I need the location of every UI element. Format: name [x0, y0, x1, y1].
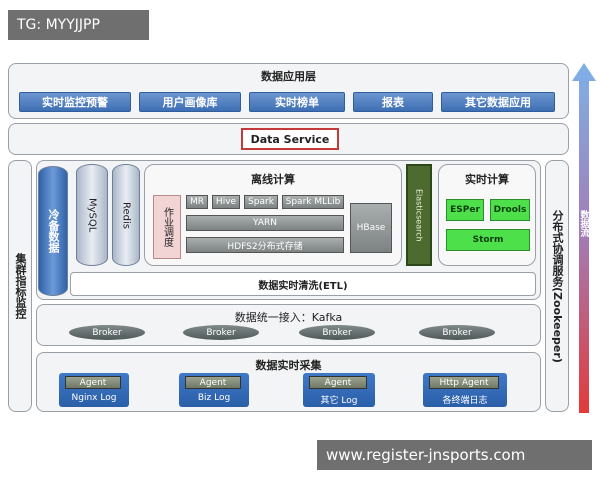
redis-cylinder: Redis — [112, 164, 140, 266]
offline-compute-panel: 离线计算 作业调度 MR Hive Spark Spark MLLib HBas… — [144, 164, 402, 266]
broker-node: Broker — [419, 325, 495, 340]
app-layer-panel: 数据应用层 实时监控预警 用户画像库 实时榜单 报表 其它数据应用 — [8, 63, 569, 119]
app-layer-title: 数据应用层 — [261, 70, 316, 83]
agent-log-label: Biz Log — [197, 393, 231, 403]
hbase-box[interactable]: HBase — [350, 203, 392, 253]
dataflow-arrow-icon — [572, 63, 596, 413]
watermark-bottom-text: www.register-jnsports.com — [326, 446, 526, 464]
broker-node: Broker — [69, 325, 145, 340]
app-item-report[interactable]: 报表 — [353, 92, 433, 112]
spark-box[interactable]: Spark — [244, 195, 278, 209]
mysql-label: MySQL — [86, 197, 98, 233]
agent-log-label: Nginx Log — [71, 393, 117, 403]
elasticsearch-box[interactable]: Elasticsearch — [406, 164, 432, 266]
job-scheduler-label: 作业调度 — [161, 207, 173, 247]
mysql-cylinder: MySQL — [76, 164, 108, 266]
agent-card-http: Http Agent 各终端日志 — [423, 373, 507, 407]
agent-card-nginx: Agent Nginx Log — [59, 373, 129, 407]
cold-backup-cylinder: 冷备数据 — [38, 166, 68, 296]
app-item-monitor[interactable]: 实时监控预警 — [19, 92, 131, 112]
drools-box[interactable]: Drools — [490, 199, 530, 221]
zookeeper-label: 分布式协调服务(Zookeeper) — [551, 209, 564, 363]
data-service-label: Data Service — [250, 132, 330, 146]
etl-box[interactable]: 数据实时清洗(ETL) — [70, 272, 536, 296]
data-service-panel: Data Service — [8, 123, 569, 155]
agent-box[interactable]: Http Agent — [429, 376, 499, 389]
agent-box[interactable]: Agent — [309, 376, 367, 389]
data-service-box[interactable]: Data Service — [241, 128, 339, 150]
spark-mllib-box[interactable]: Spark MLLib — [282, 195, 344, 209]
agent-log-label: 其它 Log — [320, 396, 358, 406]
cluster-monitor-label: 集群指标监控 — [14, 253, 27, 319]
dataflow-label: 数据流 — [578, 210, 589, 237]
hive-box[interactable]: Hive — [212, 195, 240, 209]
kafka-panel: 数据统一接入：Kafka Broker Broker Broker Broker — [36, 304, 541, 346]
watermark-top-text: TG: MYYJJPP — [17, 17, 100, 33]
redis-label: Redis — [120, 201, 132, 229]
collection-title: 数据实时采集 — [255, 359, 322, 372]
offline-title: 离线计算 — [251, 173, 295, 186]
broker-node: Broker — [299, 325, 375, 340]
realtime-compute-panel: 实时计算 ESPer Drools Storm — [438, 164, 536, 266]
storm-box[interactable]: Storm — [446, 229, 530, 251]
watermark-bottom: www.register-jnsports.com — [317, 440, 592, 470]
yarn-box[interactable]: YARN — [186, 215, 344, 231]
app-item-user-profile[interactable]: 用户画像库 — [139, 92, 241, 112]
agent-log-label: 各终端日志 — [442, 396, 488, 406]
hdfs-box[interactable]: HDFS2分布式存储 — [186, 237, 344, 253]
mr-box[interactable]: MR — [186, 195, 208, 209]
app-item-other[interactable]: 其它数据应用 — [441, 92, 555, 112]
esper-box[interactable]: ESPer — [446, 199, 484, 221]
agent-card-other: Agent 其它 Log — [303, 373, 375, 407]
job-scheduler-box[interactable]: 作业调度 — [153, 195, 181, 259]
zookeeper-panel: 分布式协调服务(Zookeeper) — [545, 160, 569, 412]
app-item-ranking[interactable]: 实时榜单 — [249, 92, 345, 112]
agent-box[interactable]: Agent — [185, 376, 241, 389]
elasticsearch-label: Elasticsearch — [414, 188, 424, 242]
cluster-monitor-panel: 集群指标监控 — [8, 160, 32, 412]
agent-box[interactable]: Agent — [65, 376, 121, 389]
broker-node: Broker — [183, 325, 259, 340]
etl-label: 数据实时清洗(ETL) — [258, 280, 348, 292]
kafka-title: 数据统一接入：Kafka — [234, 311, 343, 324]
watermark-top: TG: MYYJJPP — [8, 10, 149, 40]
collection-panel: 数据实时采集 Agent Nginx Log Agent Biz Log Age… — [36, 352, 541, 412]
agent-card-biz: Agent Biz Log — [179, 373, 249, 407]
realtime-title: 实时计算 — [465, 173, 509, 186]
cold-backup-label: 冷备数据 — [47, 209, 60, 253]
